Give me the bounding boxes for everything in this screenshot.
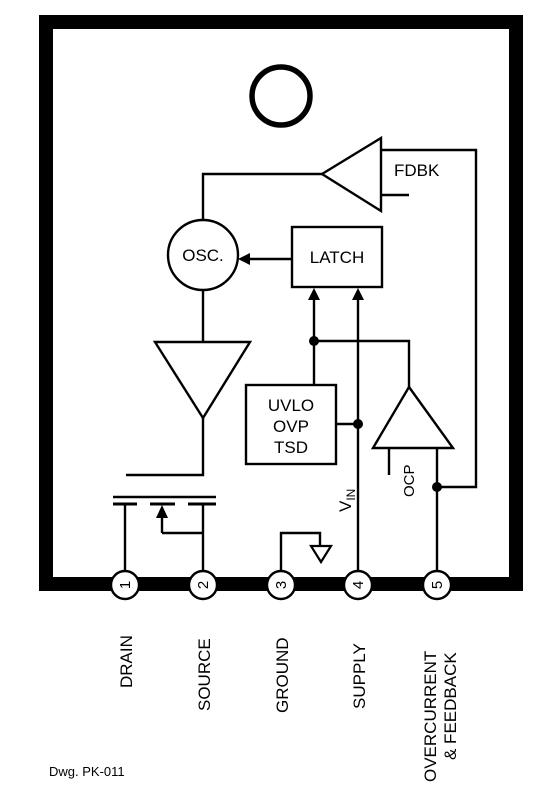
ocp-output-wire <box>314 339 411 389</box>
package-outline <box>39 15 523 591</box>
ovp-label: OVP <box>273 417 309 436</box>
latch-to-osc-arrow <box>238 253 250 265</box>
pin-4: 4 SUPPLY <box>342 569 374 709</box>
driver-amplifier <box>152 340 253 421</box>
latch-label: LATCH <box>310 248 364 267</box>
pin-3: 3 GROUND <box>265 569 297 713</box>
pin-2-circle <box>187 569 219 601</box>
supply-junction <box>353 419 363 429</box>
pin-3-number: 3 <box>273 581 290 589</box>
ocp-comparator <box>370 384 456 450</box>
pin-3-circle <box>265 569 297 601</box>
pin-4-name: SUPPLY <box>350 643 369 709</box>
feedback-output-wire <box>201 172 322 220</box>
ocp-feedback-junction <box>432 482 442 492</box>
pin-2-name: SOURCE <box>195 638 214 711</box>
uvlo-label: UVLO <box>268 396 314 415</box>
pin-5-name: OVERCURRENT <box>421 651 440 782</box>
pin-4-circle <box>342 569 374 601</box>
pin-1: 1 DRAIN <box>109 569 141 688</box>
feedback-loop-wire <box>381 148 478 489</box>
oscillator-label: OSC. <box>182 246 224 265</box>
ground-symbol <box>309 544 333 565</box>
pin-2-number: 2 <box>195 581 212 589</box>
pin-1-name: DRAIN <box>117 635 136 688</box>
protection-to-latch-arrow <box>308 288 320 300</box>
pin1-marker <box>249 64 313 128</box>
body-arrow <box>156 505 168 518</box>
pin-4-number: 4 <box>350 581 367 589</box>
vin-label-sub: IN <box>344 489 358 501</box>
pin-5: 5 OVERCURRENT & FEEDBACK <box>421 569 460 782</box>
pin-5-name-line2: & FEEDBACK <box>441 652 460 760</box>
pin-3-name: GROUND <box>273 637 292 713</box>
driver-to-gate-wire <box>126 418 205 477</box>
ground-wire <box>279 531 322 578</box>
vin-label: VIN <box>336 489 358 512</box>
latch-block <box>290 225 384 289</box>
drawing-number: Dwg. PK-011 <box>49 764 125 779</box>
pin-1-circle <box>109 569 141 601</box>
pin-5-number: 5 <box>429 581 446 589</box>
ocp-output-junction <box>309 336 319 346</box>
feedback-amplifier <box>319 135 383 214</box>
supply-to-latch-arrow <box>352 288 364 300</box>
vin-label-main: V <box>336 500 355 512</box>
pin-5-circle <box>421 569 453 601</box>
ocp-label: OCP <box>401 464 418 497</box>
pin-1-number: 1 <box>117 581 134 589</box>
fdbk-label: FDBK <box>394 161 440 180</box>
tsd-label: TSD <box>274 438 308 457</box>
pin-2: 2 SOURCE <box>187 569 219 711</box>
